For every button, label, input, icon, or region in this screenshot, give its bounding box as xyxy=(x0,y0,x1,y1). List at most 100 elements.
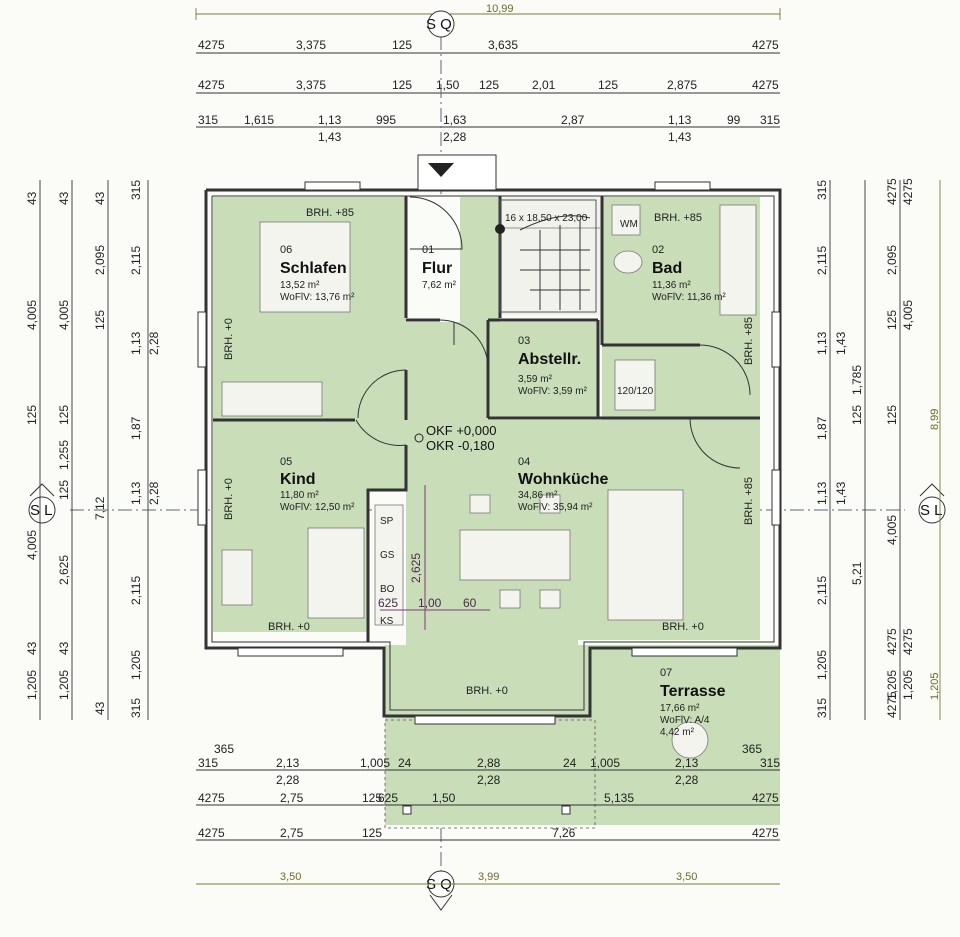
dim-b1-j: 315 xyxy=(760,756,780,770)
brh-wohn-south: BRH. +0 xyxy=(466,685,508,697)
dim-l5-b: 2,28 xyxy=(147,481,161,505)
room-name: Flur xyxy=(422,260,452,277)
dim-l3-e: 43 xyxy=(93,701,107,715)
brh-wohn-bottom: BRH. +0 xyxy=(662,621,704,633)
room-area: 34,86 m² xyxy=(518,490,558,501)
dim-r4-b: 4,005 xyxy=(901,300,915,330)
brh-labels: BRH. +85 BRH. +85 BRH. +0 BRH. +0 BRH. +… xyxy=(223,207,755,697)
dim-l1-e: 43 xyxy=(25,641,39,655)
dim-t2-f: 2,01 xyxy=(532,78,556,92)
room-wofiv: WoFlV: 12,50 m² xyxy=(280,502,355,513)
dim-t2-a: 4275 xyxy=(198,78,225,92)
ks-label: KS xyxy=(380,616,394,627)
dim-r3-c: 125 xyxy=(885,310,899,330)
dim-b2-g: 4275 xyxy=(752,791,779,805)
dim-k-a: 2,625 xyxy=(409,553,423,583)
dim-t2-d: 1,50 xyxy=(436,78,460,92)
dim-t1-a: 4275 xyxy=(198,38,225,52)
room-area: 11,80 m² xyxy=(280,490,319,501)
dim-l1-d: 4,005 xyxy=(25,530,39,560)
dim-l4-h: 315 xyxy=(129,698,143,718)
dim-r1-a: 315 xyxy=(815,180,829,200)
room-number: 06 xyxy=(280,244,292,256)
dim-b1b-c: 2,28 xyxy=(675,773,699,787)
top-dimensions: 10,99 4275 3,375 125 3,635 4275 4275 3,3… xyxy=(195,3,781,144)
dim-l5-a: 2,28 xyxy=(147,331,161,355)
dim-r1-e: 1,13 xyxy=(815,481,829,505)
dim-r4-d: 1,205 xyxy=(901,670,915,700)
room-name: Terrasse xyxy=(660,683,726,700)
dim-b3-e: 4275 xyxy=(752,826,779,840)
dim-l1-f: 1,205 xyxy=(25,670,39,700)
room-extra-area: 4,42 m² xyxy=(660,727,695,738)
dim-l2-f: 2,625 xyxy=(57,555,71,585)
section-marker-bottom: S Q xyxy=(426,870,455,911)
room-flur: 01 Flur 7,62 m² xyxy=(422,244,457,291)
dim-r2-c: 125 xyxy=(850,405,864,425)
dim-t3-g: 1,13 xyxy=(668,113,692,127)
room-bad: 02 Bad 11,36 m² WoFlV: 11,36 m² xyxy=(652,244,726,303)
dim-b1-h: 1,005 xyxy=(590,756,620,770)
dim-k-c: 1,00 xyxy=(418,596,442,610)
dim-r1-f: 2,115 xyxy=(815,576,829,605)
dim-l2-e: 125 xyxy=(57,480,71,500)
dim-r3-b: 2,095 xyxy=(885,245,899,275)
dim-t3-e: 1,63 xyxy=(443,113,467,127)
dim-b2-d: 625 xyxy=(378,791,398,805)
dim-t2-g: 125 xyxy=(598,78,618,92)
dim-b2-a: 4275 xyxy=(198,791,225,805)
right-dimensions: 315 2,115 1,13 1,87 1,13 2,115 1,205 315… xyxy=(815,178,941,720)
dim-l4-d: 1,87 xyxy=(129,416,143,440)
room-number: 03 xyxy=(518,335,530,347)
dim-b3-a: 4275 xyxy=(198,826,225,840)
brh-top-left: BRH. +85 xyxy=(306,207,354,219)
dim-r3-h: 4275 xyxy=(885,691,899,718)
bo-label: BO xyxy=(380,584,395,595)
staircase: 16 x 18,50 x 23,00 xyxy=(495,199,600,313)
dim-t3-h: 99 xyxy=(727,113,741,127)
dim-l4-c: 1,13 xyxy=(129,331,143,355)
dim-b1-i: 2,13 xyxy=(675,756,699,770)
dim-b1-a: 365 xyxy=(214,742,234,756)
dim-l3-d: 7,12 xyxy=(93,496,107,520)
room-number: 04 xyxy=(518,456,530,468)
dim-b1b-b: 2,28 xyxy=(477,773,501,787)
brh-kind-bottom: BRH. +0 xyxy=(268,621,310,633)
dim-b2-e: 1,50 xyxy=(432,791,456,805)
dim-r3-d: 125 xyxy=(885,405,899,425)
dim-t2-i: 4275 xyxy=(752,78,779,92)
dim-t3-i: 315 xyxy=(760,113,780,127)
dim-l4-b: 2,115 xyxy=(129,246,143,275)
dim-t2-e: 125 xyxy=(479,78,499,92)
dim-t3b-a: 1,43 xyxy=(318,130,342,144)
dim-r1-b: 2,115 xyxy=(815,246,829,275)
dim-b1b-a: 2,28 xyxy=(276,773,300,787)
dim-b1-k: 365 xyxy=(742,742,762,756)
dim-l2-a: 43 xyxy=(57,191,71,205)
room-wofiv: WoFlV: 35,94 m² xyxy=(518,502,593,513)
section-marker-top: S Q xyxy=(426,10,455,38)
dim-l2-g: 43 xyxy=(57,641,71,655)
room-name: Schlafen xyxy=(280,260,347,277)
dim-l1-b: 4,005 xyxy=(25,300,39,330)
door-swings xyxy=(355,196,751,469)
windows xyxy=(197,154,781,725)
dim-bt-b: 3,99 xyxy=(478,871,499,883)
dim-r2-b: 1,785 xyxy=(850,365,864,395)
kitchen-dimensions: 2,625 625 1,00 60 xyxy=(378,485,490,630)
dim-l1-c: 125 xyxy=(25,405,39,425)
brh-left-upper: BRH. +0 xyxy=(223,318,235,360)
brh-top-right: BRH. +85 xyxy=(654,212,702,224)
dim-t3-c: 1,13 xyxy=(318,113,342,127)
section-marker-top-label: S Q xyxy=(426,16,452,33)
dim-l4-f: 2,115 xyxy=(129,576,143,605)
dim-b1-f: 2,88 xyxy=(477,756,501,770)
room-abstellr: 03 Abstellr. 3,59 m² WoFlV: 3,59 m² xyxy=(518,335,588,397)
room-name: Bad xyxy=(652,260,682,277)
dim-b3-c: 125 xyxy=(362,826,382,840)
dim-l3-a: 43 xyxy=(93,191,107,205)
dim-b2-b: 2,75 xyxy=(280,791,304,805)
shower-label: 120/120 xyxy=(617,386,654,397)
section-marker-right-label: S L xyxy=(920,502,943,519)
dim-l1-a: 43 xyxy=(25,191,39,205)
